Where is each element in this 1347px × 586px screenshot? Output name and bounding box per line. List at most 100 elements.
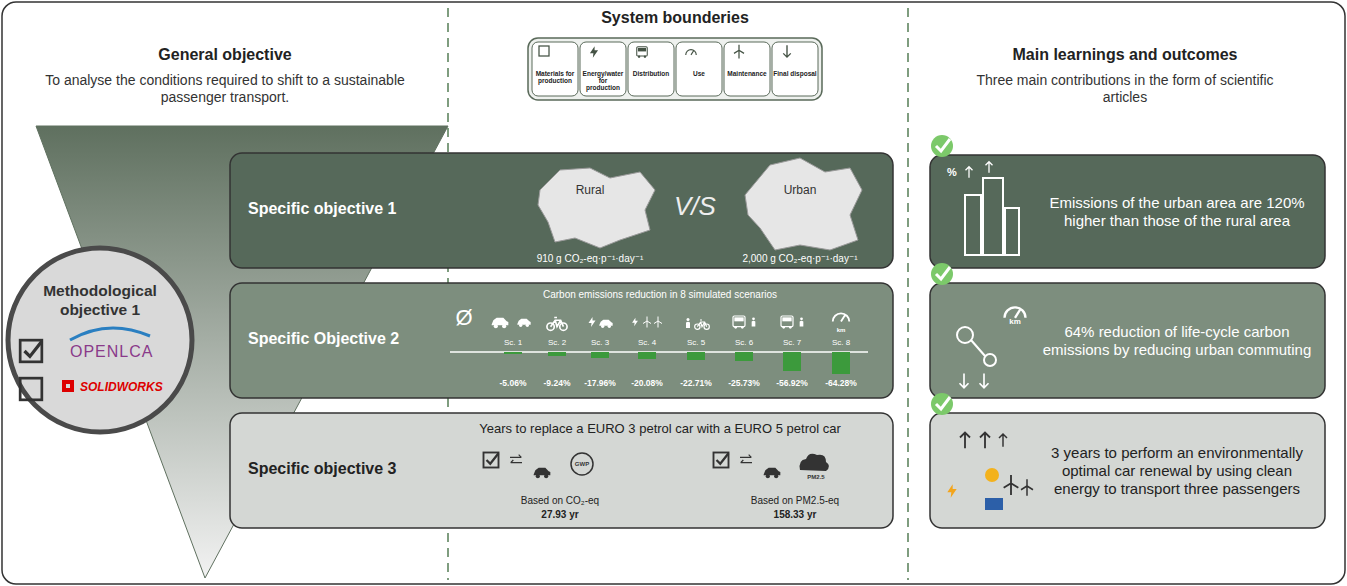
icon-use [20, 340, 42, 362]
icon-use [547, 318, 567, 331]
objective-band-shape [230, 413, 893, 528]
node-text: -25.73% [720, 378, 768, 388]
icon-rect [983, 178, 1003, 255]
icon-g [492, 313, 850, 330]
node-text: -22.71% [672, 378, 720, 388]
icon-use [492, 318, 509, 328]
icon-use [733, 316, 745, 329]
node-text: SOLIDWORKS [80, 380, 185, 394]
icon-rect [591, 352, 609, 358]
icon-circle [571, 453, 593, 475]
boundary-panel-shape [528, 38, 822, 100]
stage-box-shape [628, 42, 674, 96]
node-text: Use [677, 71, 721, 78]
node-text: 3 years to perform an environmentally op… [1042, 444, 1312, 498]
icon-rect [504, 352, 522, 354]
icon-use [632, 318, 638, 326]
stage-box: Materials for production [532, 42, 578, 96]
icon-g [484, 453, 830, 479]
free-label: km [833, 327, 849, 334]
method-circle: Methodological objective 1OPENLCASOLIDWO… [8, 248, 192, 432]
icon-rect [638, 352, 656, 359]
icon-path [936, 267, 950, 279]
stage-box-shape [676, 42, 722, 96]
stage-box-shape [580, 42, 626, 96]
icon-path [70, 328, 150, 340]
icon-use [833, 313, 850, 321]
icon-path [936, 397, 950, 409]
icon-use [752, 317, 756, 326]
node-text: Based on PM2.5-eq [720, 495, 870, 507]
stage-box: Maintenance [724, 42, 770, 96]
stage-box: Energy/water for production [580, 42, 626, 96]
outcome-box: Emissions of the urban area are 120% hig… [930, 155, 1325, 268]
outcome-box-shape [930, 155, 1325, 268]
icon-use [534, 468, 551, 478]
icon-use [695, 320, 710, 329]
node-text: Years to replace a EURO 3 petrol car wit… [450, 421, 870, 437]
node-text: 910 g CO₂-eq·p⁻¹·day⁻¹ [515, 253, 665, 265]
icon-use [484, 453, 499, 468]
node-text: Final disposal [773, 71, 817, 78]
stage-box: Use [676, 42, 722, 96]
icon-circle [931, 135, 953, 157]
node-text: -5.06% [489, 378, 537, 388]
icon-use [637, 47, 648, 58]
icon-use [686, 50, 697, 55]
icon-circle [931, 393, 953, 415]
icon-path [971, 340, 985, 356]
boundary-panel: System bounderiesMaterials for productio… [528, 38, 822, 100]
icon-rect [832, 352, 850, 374]
node-text: Based on CO₂-eq [485, 495, 635, 507]
node-text: -64.28% [817, 378, 865, 388]
node-text: Energy/water for production [581, 71, 625, 91]
icon-use [734, 45, 744, 59]
node-text: Sc. 8 [819, 338, 863, 348]
objective-band: Specific objective 3Years to replace a E… [230, 413, 893, 528]
outcome-box: 3 years to perform an environmentally op… [930, 413, 1325, 528]
outcome-box-shape [930, 413, 1325, 528]
icon-circle [984, 354, 996, 366]
outcome-box: 64% reduction of life-cycle carbon emiss… [930, 283, 1325, 398]
node-shapes [8, 38, 1325, 528]
icon-use [960, 433, 970, 449]
method-circle-shape [8, 248, 192, 432]
free-label: Three main contributions in the form of … [960, 72, 1290, 106]
icon-path [936, 139, 950, 151]
stage-box-shape [772, 42, 818, 96]
icon-use [517, 319, 530, 327]
icon-g [539, 45, 791, 59]
icon-circle [931, 263, 953, 285]
node-text: Specific objective 1 [248, 199, 443, 218]
icon-use [947, 484, 956, 497]
icon-use [980, 433, 990, 449]
stage-box: Final disposal [772, 42, 818, 96]
node-text: Sc. 7 [770, 338, 814, 348]
icon-g [947, 433, 1033, 511]
icon-use [20, 378, 42, 400]
icon-use [714, 453, 729, 468]
free-label: Ø [451, 305, 477, 331]
icon-use [800, 317, 804, 326]
node-text: Sc. 2 [535, 338, 579, 348]
icon-g [957, 162, 1026, 388]
icon-rect [783, 352, 801, 371]
stage-box-shape [724, 42, 770, 96]
icon-use [599, 320, 612, 328]
icon-use [966, 167, 973, 178]
node-text: 27.93 yr [485, 509, 635, 521]
node-text: -20.08% [623, 378, 671, 388]
node-text: Sc. 5 [674, 338, 718, 348]
node-text: Specific Objective 2 [248, 329, 443, 348]
node-text: Urban [770, 183, 830, 197]
reduction-bars [504, 352, 850, 374]
node-text: Materials for production [533, 71, 577, 85]
node-text: Sc. 1 [491, 338, 535, 348]
icon-use [1021, 479, 1033, 496]
rural-map [538, 168, 655, 248]
free-label: Main learnings and outcomes [920, 45, 1330, 64]
node-text: -56.92% [768, 378, 816, 388]
icon-use [986, 162, 993, 173]
icon-use [960, 374, 969, 388]
free-label: km [1005, 317, 1025, 327]
